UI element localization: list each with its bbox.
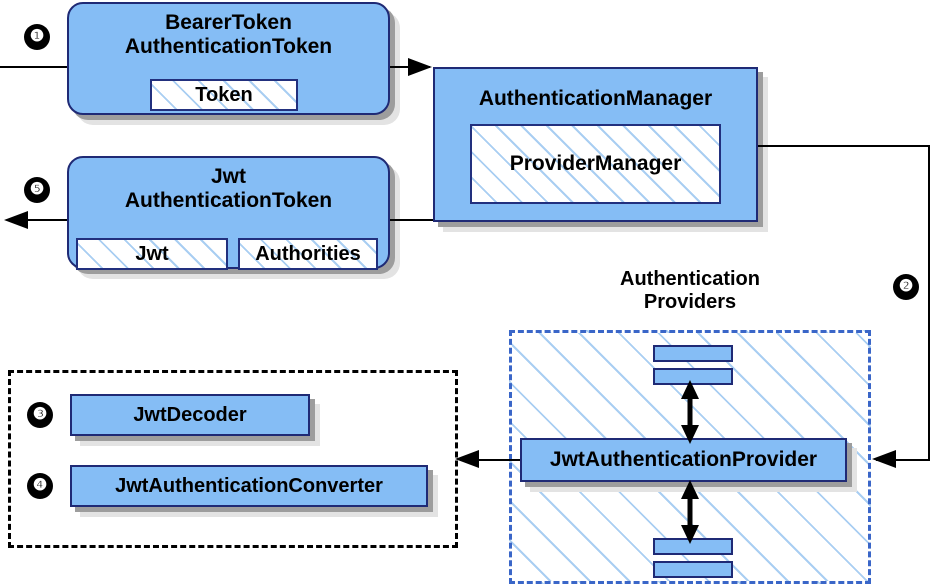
step-badge-5: ❺ — [24, 177, 50, 203]
jwt-token-slot-jwt: Jwt — [76, 238, 228, 270]
jwt-token-title-line2: AuthenticationToken — [124, 188, 333, 212]
connector-step5-outbound — [8, 219, 70, 221]
step-badge-4: ❹ — [27, 473, 53, 499]
authentication-manager-slot-provider-manager: ProviderManager — [470, 124, 721, 204]
jwt-authentication-converter-box[interactable]: JwtAuthenticationConverter — [70, 465, 428, 507]
connector-right-rail-vertical — [928, 145, 930, 460]
jwt-authentication-converter-label: JwtAuthenticationConverter — [115, 474, 383, 497]
bearer-token-title-line2: AuthenticationToken — [124, 34, 333, 58]
bearer-token-slot-token: Token — [150, 79, 298, 111]
step-badge-3: ❸ — [27, 402, 53, 428]
connector-manager-to-right-rail — [758, 145, 930, 147]
provider-placeholder-bar-bottom-1 — [653, 538, 733, 555]
provider-placeholder-bar-top-1 — [653, 345, 733, 362]
jwt-authentication-provider-label: JwtAuthenticationProvider — [549, 448, 818, 472]
jwt-token-slot-authorities: Authorities — [238, 238, 378, 270]
provider-placeholder-bar-top-2 — [653, 368, 733, 385]
step-badge-1: ❶ — [24, 24, 50, 50]
connector-bearer-to-manager — [388, 66, 430, 68]
jwt-decoder-box[interactable]: JwtDecoder — [70, 394, 310, 436]
connector-step1-inbound — [0, 66, 70, 68]
connector-manager-to-jwt-token — [388, 219, 435, 221]
authentication-providers-caption-line2: Providers — [643, 291, 737, 313]
authentication-providers-caption-line1: Authentication — [620, 268, 760, 290]
jwt-token-title-line1: Jwt — [210, 165, 246, 188]
provider-placeholder-bar-bottom-2 — [653, 561, 733, 578]
bearer-token-authentication-token-box[interactable]: BearerToken AuthenticationToken — [67, 2, 390, 115]
authentication-providers-caption: Authentication Providers — [600, 268, 780, 314]
jwt-authentication-provider-box[interactable]: JwtAuthenticationProvider — [520, 438, 847, 482]
step-badge-2: ❷ — [893, 274, 919, 300]
bearer-token-title-line1: BearerToken — [165, 11, 292, 34]
connector-provider-to-helpers — [460, 459, 522, 461]
connector-right-rail-to-provider — [876, 459, 930, 461]
jwt-decoder-label: JwtDecoder — [133, 403, 247, 426]
authentication-manager-title: AuthenticationManager — [478, 87, 713, 110]
